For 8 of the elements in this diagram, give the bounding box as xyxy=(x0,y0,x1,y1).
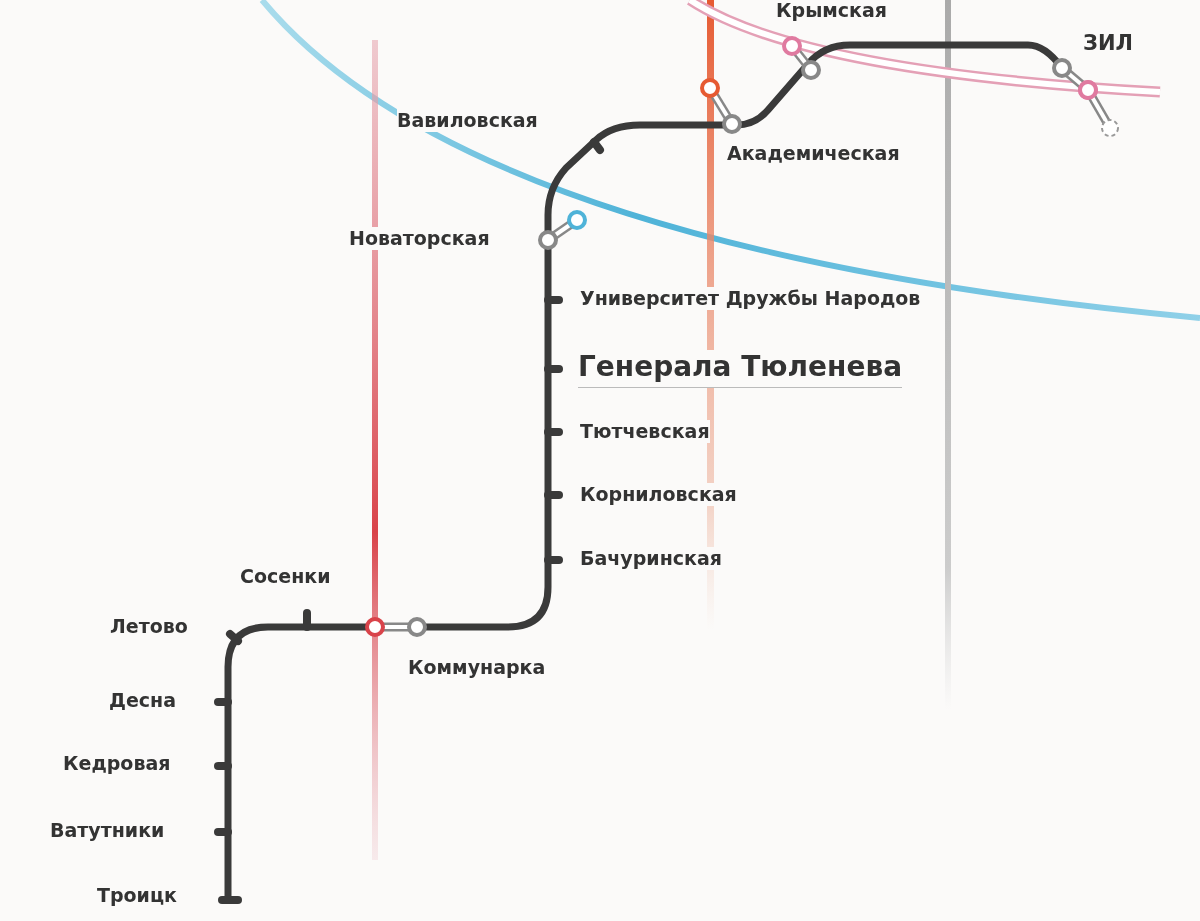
station-name: Тютчевская xyxy=(580,420,710,443)
station-name: Бачуринская xyxy=(580,547,722,570)
station-name: Корниловская xyxy=(580,483,737,506)
station-name: Университет Дружбы Народов xyxy=(580,287,921,310)
station-name: Генерала Тюленева xyxy=(578,350,903,388)
station-name: Крымская xyxy=(776,0,888,22)
station-name: Новаторская xyxy=(349,227,490,250)
station-name: Вавиловская xyxy=(397,109,538,132)
